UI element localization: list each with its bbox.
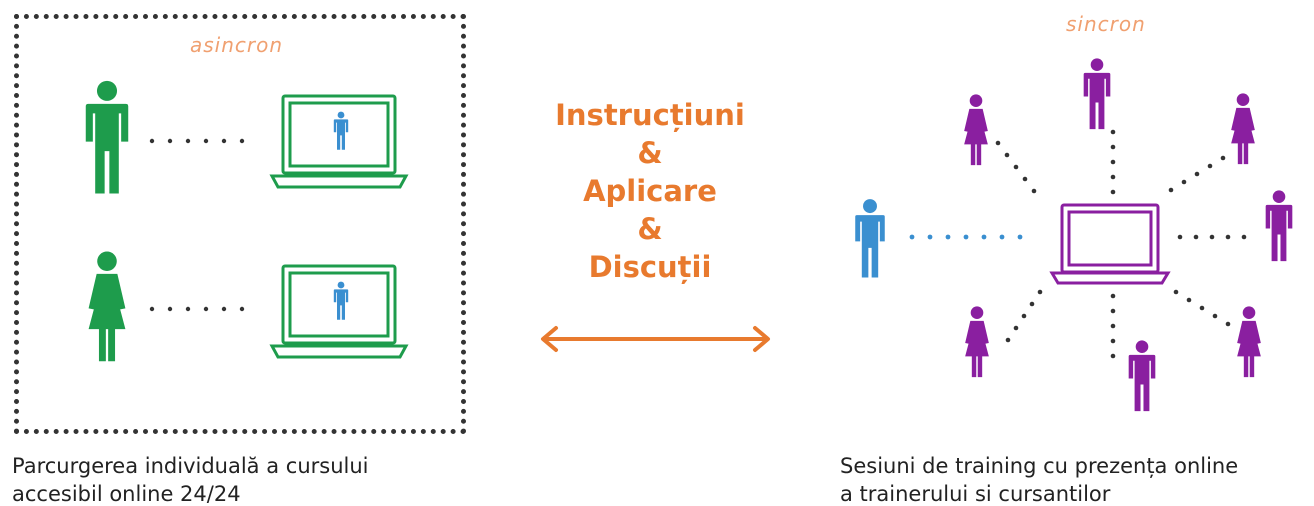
center-ampersand-1: & xyxy=(637,136,663,170)
participant-woman-icon xyxy=(1231,93,1255,165)
sincron-caption-line1: Sesiuni de training cu prezența online xyxy=(840,454,1239,478)
participant-man-icon xyxy=(1083,58,1111,130)
trainer-on-screen-icon xyxy=(333,111,349,150)
laptop-icon xyxy=(1049,203,1171,285)
sincron-caption: Sesiuni de training cu prezența online a… xyxy=(840,452,1310,506)
trainer-connector xyxy=(909,234,1023,240)
dotted-connector-1 xyxy=(149,138,245,144)
sincron-caption-line2: a trainerului si cursantilor xyxy=(840,482,1111,506)
asynchronous-frame xyxy=(14,14,466,434)
trainer-icon xyxy=(855,199,885,278)
center-line-instructiuni: Instrucțiuni xyxy=(555,98,745,132)
participant-man-icon xyxy=(1265,190,1293,262)
participant-woman-icon xyxy=(1237,306,1261,378)
trainer-on-screen-icon xyxy=(333,281,349,320)
asincron-label: asincron xyxy=(190,33,284,57)
center-text-block: Instrucțiuni & Aplicare & Discuții xyxy=(525,96,775,286)
center-ampersand-2: & xyxy=(637,212,663,246)
learner-woman-icon xyxy=(88,251,126,362)
center-line-discutii: Discuții xyxy=(588,250,712,284)
laptop-icon xyxy=(269,264,409,359)
participant-woman-icon xyxy=(964,94,988,166)
asincron-caption: Parcurgerea individuală a cursului acces… xyxy=(12,452,478,506)
participant-woman-icon xyxy=(965,306,989,378)
asincron-caption-line1: Parcurgerea individuală a cursului xyxy=(12,454,369,478)
center-line-aplicare: Aplicare xyxy=(583,174,717,208)
dotted-connector-2 xyxy=(149,306,245,312)
learner-man-icon xyxy=(85,80,129,194)
sincron-label: sincron xyxy=(1066,12,1146,36)
asincron-caption-line2: accesibil online 24/24 xyxy=(12,482,241,506)
double-arrow-icon xyxy=(541,326,770,352)
participant-connectors xyxy=(995,129,1247,359)
participant-man-icon xyxy=(1128,340,1156,412)
laptop-icon xyxy=(269,94,409,189)
